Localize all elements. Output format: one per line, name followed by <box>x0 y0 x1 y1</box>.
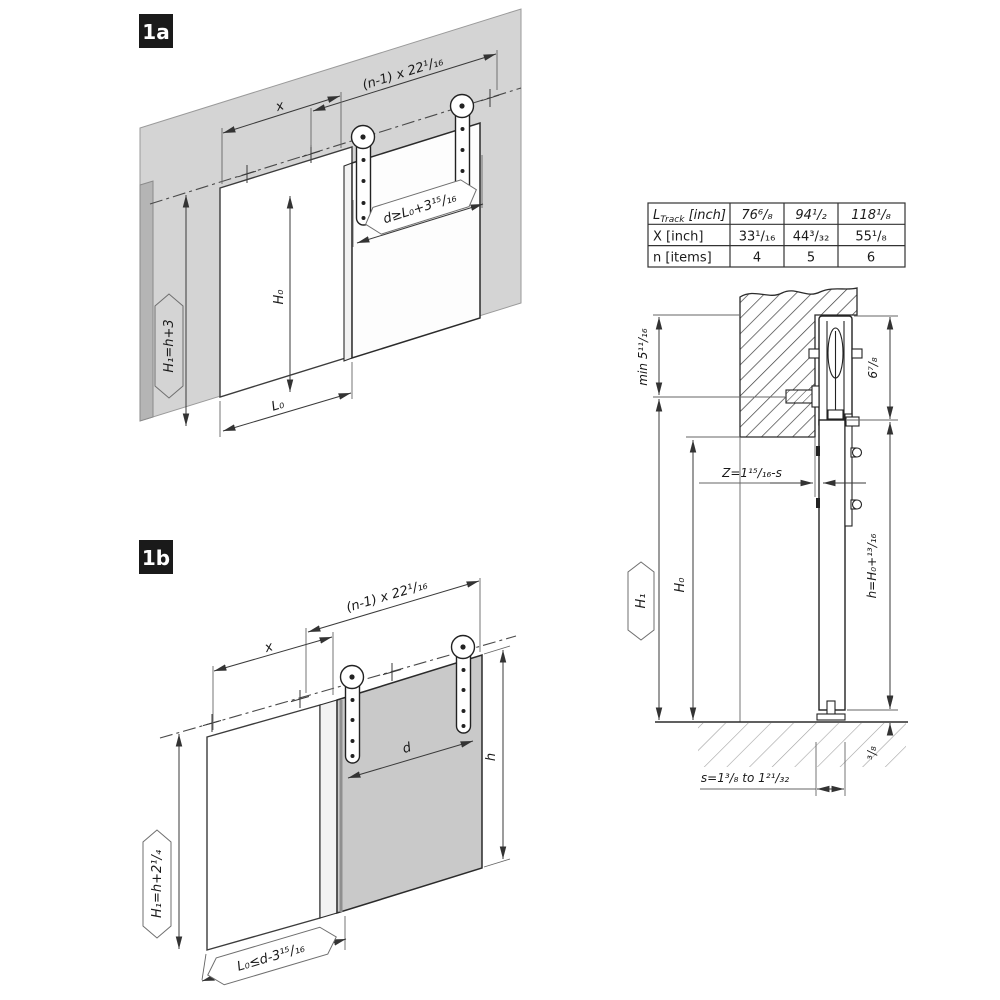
dimension-floor-gap-label: ³/₈ <box>865 746 879 760</box>
mounting-point-cross <box>382 663 402 681</box>
wall-side-edge <box>139 180 154 422</box>
axle-bolt-right <box>851 348 863 359</box>
door-fixing-mark <box>816 498 820 508</box>
roller-hanger <box>450 634 476 734</box>
total-height-callout <box>154 293 184 399</box>
dimension-h0-label: H₀ <box>673 577 688 593</box>
table-header-n: n [items] <box>653 251 712 266</box>
table-header-x: X [inch] <box>653 230 703 245</box>
hanger-nut <box>845 416 860 427</box>
table-cell-x-1: 33¹/₁₆ <box>739 230 776 245</box>
door-section <box>818 419 846 711</box>
door-edge-strip <box>319 699 338 919</box>
dimension-x <box>222 95 341 134</box>
dimension-opening-width <box>222 392 352 432</box>
dimension-x-label: x <box>262 639 275 656</box>
dimension-total-height-label: H₁=h+2¹/₄ <box>150 849 165 918</box>
table-cell-x-2: 44³/₃₂ <box>793 230 830 245</box>
mounting-point-cross <box>237 165 257 183</box>
spacer-washer <box>811 385 820 408</box>
axle-bolt-left <box>808 348 820 359</box>
table-cell-track-length-2: 94¹/₂ <box>795 208 826 223</box>
table-cell-n-1: 4 <box>753 251 761 266</box>
strap-screw <box>851 499 863 510</box>
table-header-track-length: LTrack [inch] <box>653 208 726 225</box>
dimension-x <box>213 636 333 672</box>
dimension-track-spacing <box>307 580 480 633</box>
dimension-opening-height-label: H₀ <box>272 289 287 305</box>
figure-1b: 1b (n-1) x 22¹/₁₆ <box>139 540 517 986</box>
dimension-h1-label: H₁ <box>634 594 649 609</box>
dimension-z-label: Z=1¹⁵/₁₆-s <box>721 466 782 480</box>
h1-callout <box>627 561 655 641</box>
figure-1a: 1a (n-1) x <box>139 8 522 437</box>
table-cell-n-2: 5 <box>807 251 815 266</box>
dimension-door-width <box>347 740 474 779</box>
dimension-track-height-label: 6⁷/₈ <box>866 357 880 378</box>
mounting-bolt <box>785 389 815 404</box>
wall-section-hatched <box>739 287 858 438</box>
dimension-track-spacing-label: (n-1) x 22¹/₁₆ <box>345 578 430 616</box>
hanger-bolt-nut <box>827 409 844 420</box>
mounting-point-cross <box>202 714 222 732</box>
table-cell-n-3: 6 <box>867 251 875 266</box>
floor-guide-base <box>816 713 846 721</box>
figure-1b-badge-label: 1b <box>142 546 170 570</box>
floor-hatch <box>698 723 906 767</box>
mounting-point-cross <box>290 690 310 708</box>
hanger-strap-section <box>844 413 853 527</box>
dimension-door-width <box>356 203 484 244</box>
mounting-point-cross <box>301 145 321 163</box>
table-border <box>647 202 906 268</box>
table-cell-track-length-3: 118¹/₈ <box>851 208 891 223</box>
dimension-opening-width-label: L₀ <box>270 396 287 414</box>
dimension-total-height-label: H₁=h+3 <box>162 319 177 372</box>
dimension-door-height-label: h <box>484 753 499 761</box>
track-centerline <box>159 635 517 739</box>
dimension-wall-distance-label: s=1³/₈ to 1²¹/₃₂ <box>701 771 789 785</box>
table-cell-track-length-1: 76⁶/₈ <box>741 208 772 223</box>
door-width-callout <box>365 179 477 235</box>
door-edge-strip <box>343 162 353 362</box>
dimension-min-clearance-label: min 5¹¹/₁₆ <box>636 328 650 386</box>
door-opening <box>206 704 321 951</box>
door-opening <box>219 146 353 398</box>
dimension-door-height-label: h=H₀+¹³/₁₆ <box>865 533 879 598</box>
door-panel <box>336 653 483 915</box>
dimension-table: LTrack [inch] 76⁶/₈ 94¹/₂ 118¹/₈ X [inch… <box>647 202 906 268</box>
door-fixing-mark <box>816 446 820 456</box>
figure-1b-badge <box>139 540 173 574</box>
strap-screw <box>851 447 863 458</box>
table-cell-x-3: 55¹/₈ <box>855 230 886 245</box>
opening-width-callout <box>207 926 337 986</box>
cross-section-view: min 5¹¹/₁₆ H₁ H₀ Z=1¹⁵/₁₆-s 6⁷/₈ h=H₀+¹³… <box>627 287 908 796</box>
dimension-track-spacing <box>312 53 497 112</box>
figure-1a-badge <box>139 14 173 48</box>
total-height-callout <box>142 829 172 939</box>
figure-1a-badge-label: 1a <box>142 20 169 44</box>
